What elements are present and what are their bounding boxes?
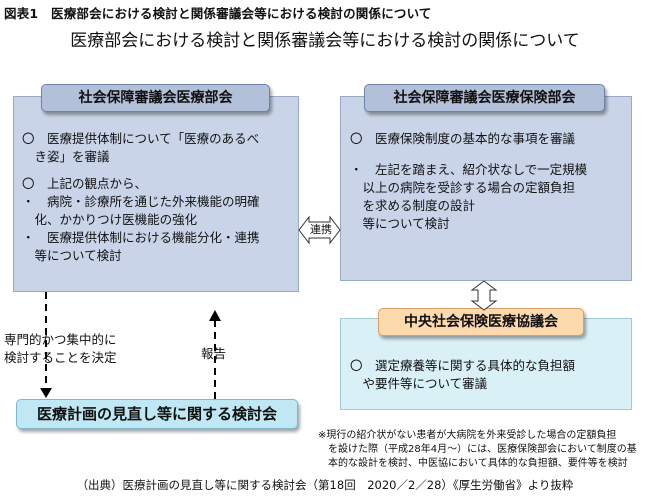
left-line-3: 〇 上記の観点から、 bbox=[22, 176, 148, 191]
figure-caption: 図表1 医療部会における検討と関係審議会等における検討の関係について bbox=[4, 6, 432, 21]
cooperation-label: 連携 bbox=[310, 223, 332, 236]
cooperation-double-arrow-icon bbox=[298, 215, 341, 245]
left-line-6: ・ 医療提供体制における機能分化・連携 bbox=[22, 230, 260, 245]
left-line-4: ・ 病院・診療所を通じた外来機能の明確 bbox=[22, 194, 260, 209]
arrow-up-label: 報告 bbox=[201, 346, 227, 361]
medical-insurance-subcommittee-panel bbox=[340, 96, 632, 281]
footnote-line-1: ※現行の紹介状がない患者が大病院を外来受診した場合の定額負担 bbox=[318, 430, 617, 441]
medical-insurance-subcommittee-header: 社会保障審議会医療保険部会 bbox=[364, 84, 605, 112]
arrow-down-label-line-2: 検討することを決定 bbox=[4, 350, 117, 365]
right-line-5: 等について検討 bbox=[350, 216, 450, 231]
left-line-7: 等について検討 bbox=[22, 248, 122, 263]
medical-care-subcommittee-body: 〇 医療提供体制について「医療のあるべ き姿」を審議 〇 上記の観点から、 ・ … bbox=[22, 130, 260, 265]
council-line-2: や要件等について審議 bbox=[350, 376, 488, 391]
footnote: ※現行の紹介状がない患者が大病院を外来受診した場合の定額負担 を設けた際（平成2… bbox=[318, 429, 637, 471]
arrow-down-head-icon bbox=[40, 388, 52, 398]
right-line-2: ・ 左記を踏まえ、紹介状なしで一定規模 bbox=[350, 162, 588, 177]
arrow-down-label: 専門的かつ集中的に 検討することを決定 bbox=[4, 331, 117, 367]
source-citation: （出典）医療計画の見直し等に関する検討会（第18回 2020／2／28）《厚生労… bbox=[76, 478, 574, 492]
central-social-insurance-council-body: 〇 選定療養等に関する具体的な負担額 や要件等について審議 bbox=[350, 357, 575, 393]
left-line-1: 〇 医療提供体制について「医療のあるべ bbox=[22, 131, 260, 146]
central-social-insurance-council-header: 中央社会保険医療協議会 bbox=[378, 308, 584, 336]
medical-plan-review-committee-box: 医療計画の見直し等に関する検討会 bbox=[16, 399, 298, 429]
right-line-1: 〇 医療保険制度の基本的な事項を審議 bbox=[350, 131, 576, 146]
footnote-line-2: を設けた際（平成28年4月～）には、医療保険部会において制度の基 bbox=[318, 444, 637, 455]
right-line-3: 以上の病院を受診する場合の定額負担 bbox=[350, 180, 576, 195]
left-line-2: き姿」を審議 bbox=[22, 149, 110, 164]
arrow-up-head-icon bbox=[209, 310, 221, 321]
medical-insurance-subcommittee-body: 〇 医療保険制度の基本的な事項を審議 ・ 左記を踏まえ、紹介状なしで一定規模 以… bbox=[350, 130, 587, 233]
vertical-double-arrow-icon bbox=[470, 280, 498, 311]
left-line-5: 化、かかりつけ医機能の強化 bbox=[22, 212, 198, 227]
diagram-title: 医療部会における検討と関係審議会等における検討の関係について bbox=[70, 31, 580, 51]
council-line-1: 〇 選定療養等に関する具体的な負担額 bbox=[350, 358, 576, 373]
right-line-4: を求める制度の設計 bbox=[350, 198, 476, 213]
arrow-down-label-line-1: 専門的かつ集中的に bbox=[4, 332, 117, 347]
medical-care-subcommittee-header: 社会保障審議会医療部会 bbox=[41, 84, 270, 112]
footnote-line-3: 本的な設計を検討、中医協において具体的な負担額、要件等を検討 bbox=[318, 458, 628, 469]
medical-care-subcommittee-panel bbox=[13, 96, 299, 292]
